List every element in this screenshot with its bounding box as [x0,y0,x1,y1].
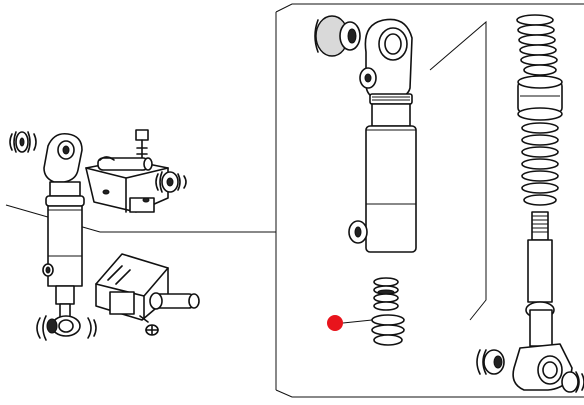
upper-bushing-left [9,131,37,153]
detail-frame [5,3,584,398]
upper-coil-spring [516,14,558,76]
upper-bushing-right [155,171,187,193]
spring-rod-detail [476,14,584,393]
lower-bracket [95,253,200,336]
upper-bracket [85,129,169,213]
lower-coil-spring [521,122,559,206]
shock-body-overview [42,132,85,319]
highlight-marker[interactable] [327,315,373,331]
rubber-bushing [314,15,361,57]
piston-rod [525,211,555,347]
rod-lower-eye [476,343,584,393]
overview-assembly [9,129,200,341]
shock-absorber-detail [314,15,417,346]
collar [369,93,413,105]
body-tube [348,103,417,253]
top-eye [359,18,413,99]
lower-eye-overview [36,315,97,341]
bump-stop [517,75,563,121]
spring-washers [371,277,405,346]
